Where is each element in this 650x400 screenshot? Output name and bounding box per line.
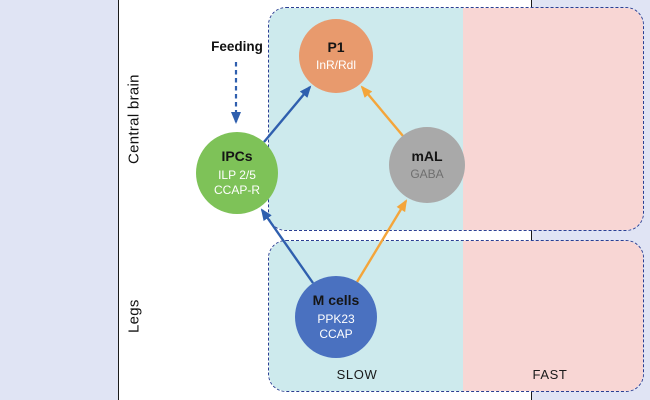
node-mcells-molecule-2: CCAP bbox=[319, 326, 353, 341]
node-p1: P1 InR/Rdl bbox=[299, 19, 373, 93]
node-mcells-molecule-1: PPK23 bbox=[317, 311, 355, 326]
fast-zone-label: FAST bbox=[532, 367, 568, 382]
node-mcells-title: M cells bbox=[312, 292, 360, 309]
feeding-annotation: Feeding bbox=[211, 39, 263, 54]
legs-fast-zone-bg bbox=[463, 241, 643, 391]
node-p1-molecule: InR/Rdl bbox=[315, 58, 356, 73]
node-mcells: M cells PPK23 CCAP bbox=[295, 276, 377, 358]
node-ipcs-molecule-2: CCAP-R bbox=[213, 182, 260, 197]
region-label-central-brain: Central brain bbox=[125, 74, 143, 164]
node-mal-molecule: GABA bbox=[410, 167, 444, 182]
node-ipcs: IPCs ILP 2/5 CCAP-R bbox=[196, 132, 278, 214]
node-p1-title: P1 bbox=[327, 38, 345, 55]
slow-zone-label: SLOW bbox=[336, 367, 378, 382]
node-mal-title: mAL bbox=[411, 147, 443, 164]
node-ipcs-molecule-1: ILP 2/5 bbox=[218, 167, 256, 182]
region-label-legs: Legs bbox=[125, 299, 143, 333]
central-brain-fast-zone-bg bbox=[463, 8, 643, 230]
node-ipcs-title: IPCs bbox=[221, 148, 253, 165]
node-mal: mAL GABA bbox=[389, 127, 465, 203]
